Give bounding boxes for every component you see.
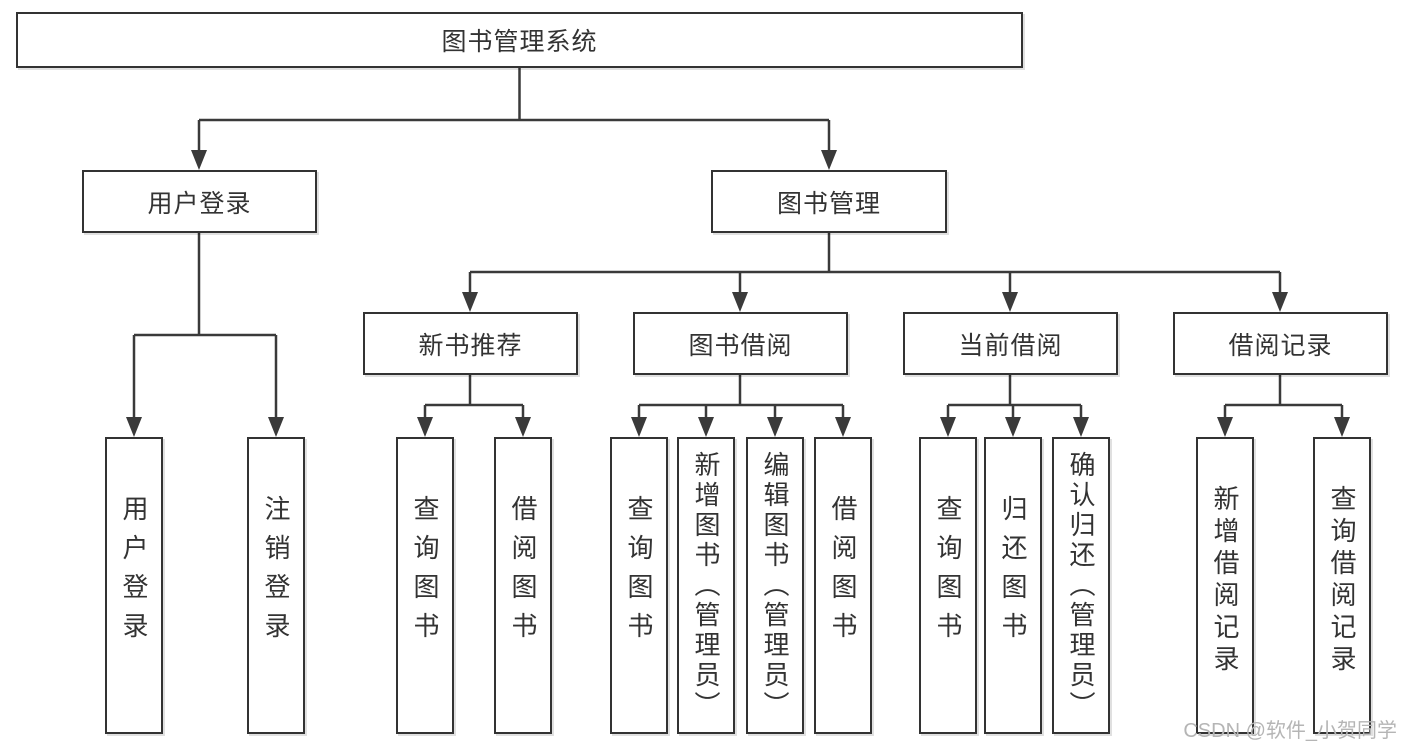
- leaf-query-books-current: 查询图书: [919, 437, 977, 734]
- leaf-query-borrow-record: 查询借阅记录: [1313, 437, 1371, 734]
- connector-current-to-leaves: [940, 375, 1089, 437]
- node-current-borrowing: 当前借阅: [903, 312, 1118, 375]
- leaf-borrow-books-recommend: 借阅图书: [494, 437, 552, 734]
- node-root: 图书管理系统: [16, 12, 1023, 68]
- leaf-add-book-admin: 新增图书（管理员）: [677, 437, 735, 734]
- leaf-edit-book-admin: 编辑图书（管理员）: [746, 437, 804, 734]
- connector-userlogin-to-leaves: [126, 233, 284, 437]
- leaf-logout: 注销登录: [247, 437, 305, 734]
- node-book-borrowing: 图书借阅: [633, 312, 848, 375]
- leaf-user-login: 用户登录: [105, 437, 163, 734]
- connector-root-to-level2: [191, 68, 837, 170]
- leaf-query-books-borrowing: 查询图书: [610, 437, 668, 734]
- leaf-query-books-recommend: 查询图书: [396, 437, 454, 734]
- leaf-add-borrow-record: 新增借阅记录: [1196, 437, 1254, 734]
- node-user-login: 用户登录: [82, 170, 317, 233]
- watermark: CSDN @软件_小贺同学: [1183, 720, 1397, 742]
- node-book-management: 图书管理: [711, 170, 947, 233]
- connector-newbook-to-leaves: [417, 375, 531, 437]
- leaf-borrow-books-borrowing: 借阅图书: [814, 437, 872, 734]
- leaf-return-books: 归还图书: [984, 437, 1042, 734]
- connector-borrowing-to-leaves: [631, 375, 851, 437]
- leaf-confirm-return-admin: 确认归还（管理员）: [1052, 437, 1110, 734]
- node-borrow-records: 借阅记录: [1173, 312, 1388, 375]
- connector-bookmgmt-to-level3: [462, 233, 1288, 312]
- node-new-book-recommend: 新书推荐: [363, 312, 578, 375]
- connector-records-to-leaves: [1217, 375, 1350, 437]
